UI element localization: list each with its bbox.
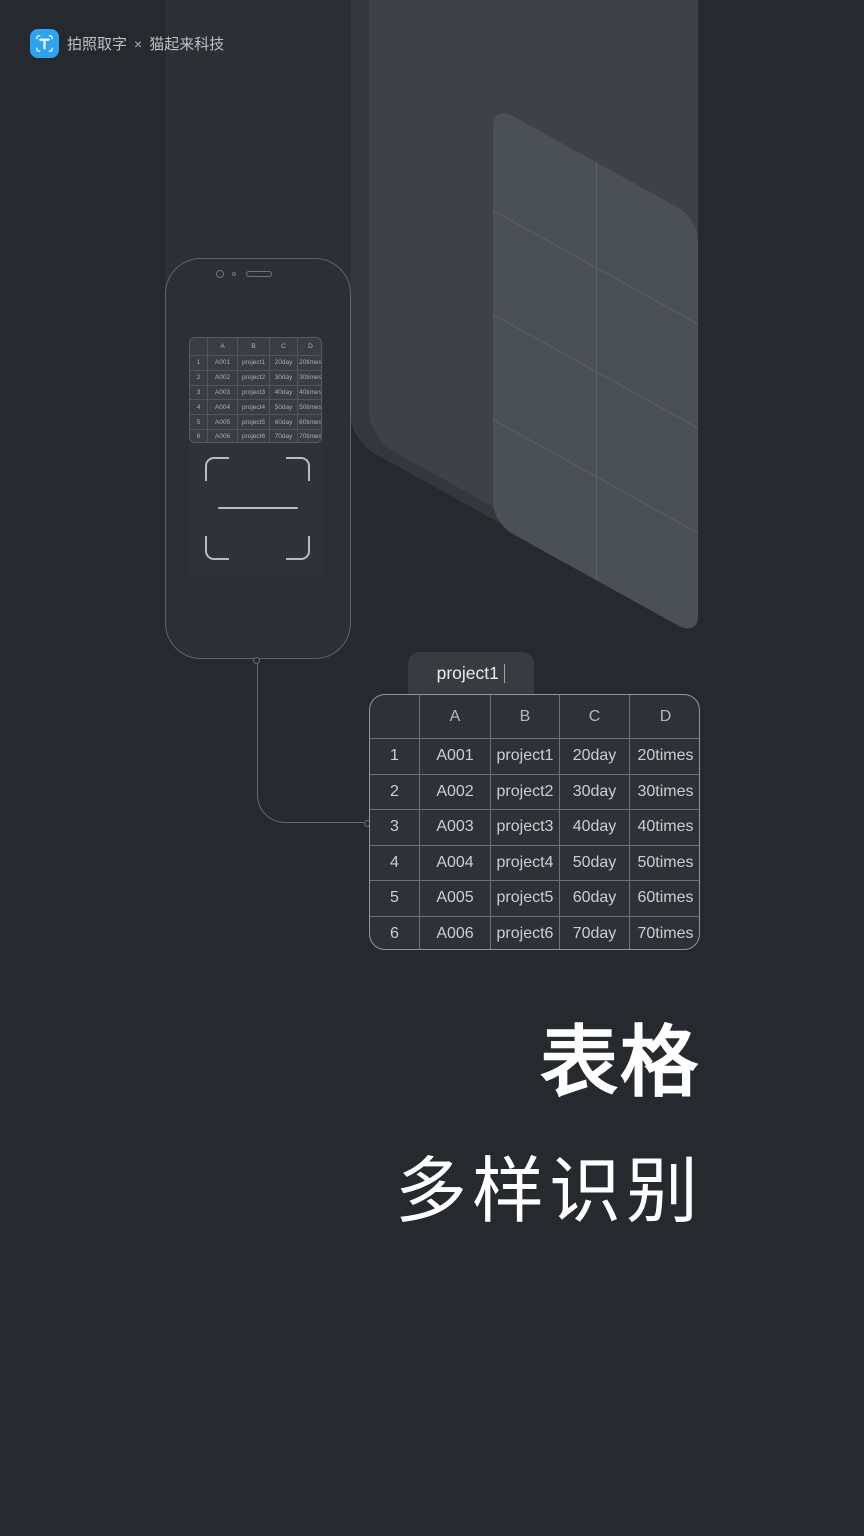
sensor-dot-icon [232, 272, 236, 276]
table-cell: 40day [559, 809, 629, 845]
table-cell: A006 [419, 915, 490, 949]
table-cell: project2 [490, 773, 559, 809]
cross-separator-icon: × [134, 35, 143, 52]
scan-frame-corner-icon [286, 536, 310, 560]
table-cell: A005 [207, 414, 237, 429]
table-header-cell: B [490, 695, 559, 738]
table-cell: 20times [629, 738, 699, 774]
brand-header: 拍照取字 × 猫起来科技 [30, 29, 224, 58]
speaker-slot-icon [246, 271, 272, 277]
table-cell: 1 [370, 738, 419, 774]
camera-lens-icon [216, 270, 224, 278]
table-name-tab[interactable]: project1 [408, 652, 534, 695]
table-cell: 20times [297, 355, 321, 370]
table-cell: 20day [269, 355, 297, 370]
app-name: 拍照取字 [67, 36, 128, 53]
table-header-cell: B [237, 338, 269, 355]
table-cell: 30day [559, 773, 629, 809]
table-cell: project1 [237, 355, 269, 370]
poster-title: 表格 [539, 1018, 700, 1106]
table-cell: 3 [190, 384, 207, 400]
table-header-cell: D [629, 695, 699, 738]
table-cell: 60times [629, 880, 699, 916]
scan-line-icon [218, 507, 298, 509]
table-cell: 30day [269, 369, 297, 385]
table-cell: project3 [490, 809, 559, 845]
app-logo-icon [30, 29, 59, 58]
table-cell: A006 [207, 428, 237, 442]
table-cell: 40times [297, 384, 321, 400]
table-cell: 5 [370, 880, 419, 916]
table-cell: A003 [419, 809, 490, 845]
table-cell: 60day [269, 414, 297, 429]
table-header-cell [370, 695, 419, 738]
table-cell: project2 [237, 369, 269, 385]
table-cell: project1 [490, 738, 559, 774]
table-cell: 5 [190, 414, 207, 429]
logo-t-scan-icon [36, 35, 53, 52]
table-header-cell: A [207, 338, 237, 355]
table-cell: 50times [297, 399, 321, 415]
table-cell: 50day [269, 399, 297, 415]
table-header-cell: D [297, 338, 321, 355]
table-cell: project5 [237, 414, 269, 429]
table-cell: 20day [559, 738, 629, 774]
poster-subtitle: 多样识别 [394, 1152, 703, 1232]
company-name: 猫起来科技 [149, 36, 225, 53]
table-cell: 30times [629, 773, 699, 809]
connector-cable [257, 664, 364, 823]
table-name-label: project1 [436, 663, 499, 683]
scan-frame-corner-icon [205, 457, 229, 481]
table-cell: A001 [207, 355, 237, 370]
table-cell: A005 [419, 880, 490, 916]
table-header-cell: C [559, 695, 629, 738]
table-cell: 1 [190, 355, 207, 370]
table-cell: 70times [297, 428, 321, 442]
table-cell: project5 [490, 880, 559, 916]
table-header-cell: A [419, 695, 490, 738]
table-cell: 2 [370, 773, 419, 810]
text-cursor [503, 664, 506, 683]
paper-grid-col-line [595, 161, 597, 581]
table-cell: A001 [419, 738, 490, 774]
table-cell: 50times [629, 844, 699, 880]
table-cell: A003 [207, 384, 237, 400]
table-cell: project4 [490, 844, 559, 880]
table-cell: A004 [207, 399, 237, 415]
table-cell: 2 [190, 369, 207, 385]
table-cell: 40day [269, 384, 297, 400]
table-cell: 40times [629, 809, 699, 845]
table-cell: 70times [629, 915, 699, 949]
table-cell: project3 [237, 384, 269, 400]
table-cell: 6 [370, 915, 419, 950]
table-header-cell: C [269, 338, 297, 355]
phone-outline [165, 258, 351, 659]
table-cell: 70day [559, 915, 629, 949]
table-cell: project6 [237, 428, 269, 442]
table-cell: A002 [419, 773, 490, 809]
table-cell: 4 [370, 844, 419, 881]
scan-frame-corner-icon [286, 457, 310, 481]
table-cell: A004 [419, 844, 490, 880]
table-cell: A002 [207, 369, 237, 385]
table-cell: 30times [297, 369, 321, 385]
scan-frame-corner-icon [205, 536, 229, 560]
table-cell: 3 [370, 809, 419, 845]
table-cell: project6 [490, 915, 559, 949]
table-cell: project4 [237, 399, 269, 415]
table-cell: 4 [190, 399, 207, 414]
table-cell: 60day [559, 880, 629, 916]
table-cell: 6 [190, 428, 207, 442]
cable-plug-icon [253, 657, 260, 664]
table-cell: 60times [297, 414, 321, 429]
table-cell: 50day [559, 844, 629, 880]
table-cell: 70day [269, 428, 297, 442]
